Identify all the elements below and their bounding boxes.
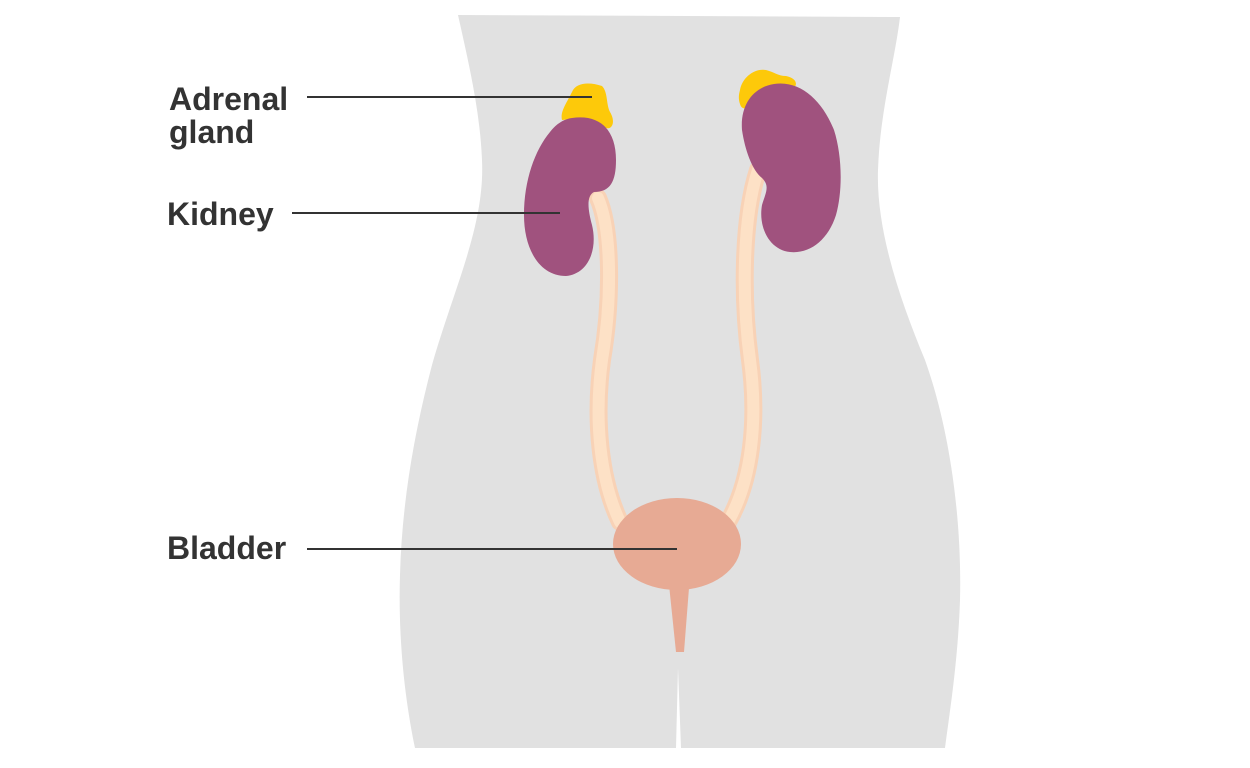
- kidney-label: Kidney: [167, 196, 274, 232]
- adrenal-gland-label-line2: gland: [169, 114, 254, 150]
- adrenal-gland-label-line1: Adrenal: [169, 81, 288, 117]
- left-adrenal-gland: [561, 83, 613, 129]
- right-kidney: [741, 83, 841, 253]
- urethra: [668, 575, 690, 652]
- left-ureter-inner: [592, 192, 626, 528]
- left-kidney: [524, 117, 616, 276]
- bladder: [613, 498, 741, 590]
- right-ureter-inner: [722, 164, 764, 528]
- bladder-label: Bladder: [167, 530, 286, 566]
